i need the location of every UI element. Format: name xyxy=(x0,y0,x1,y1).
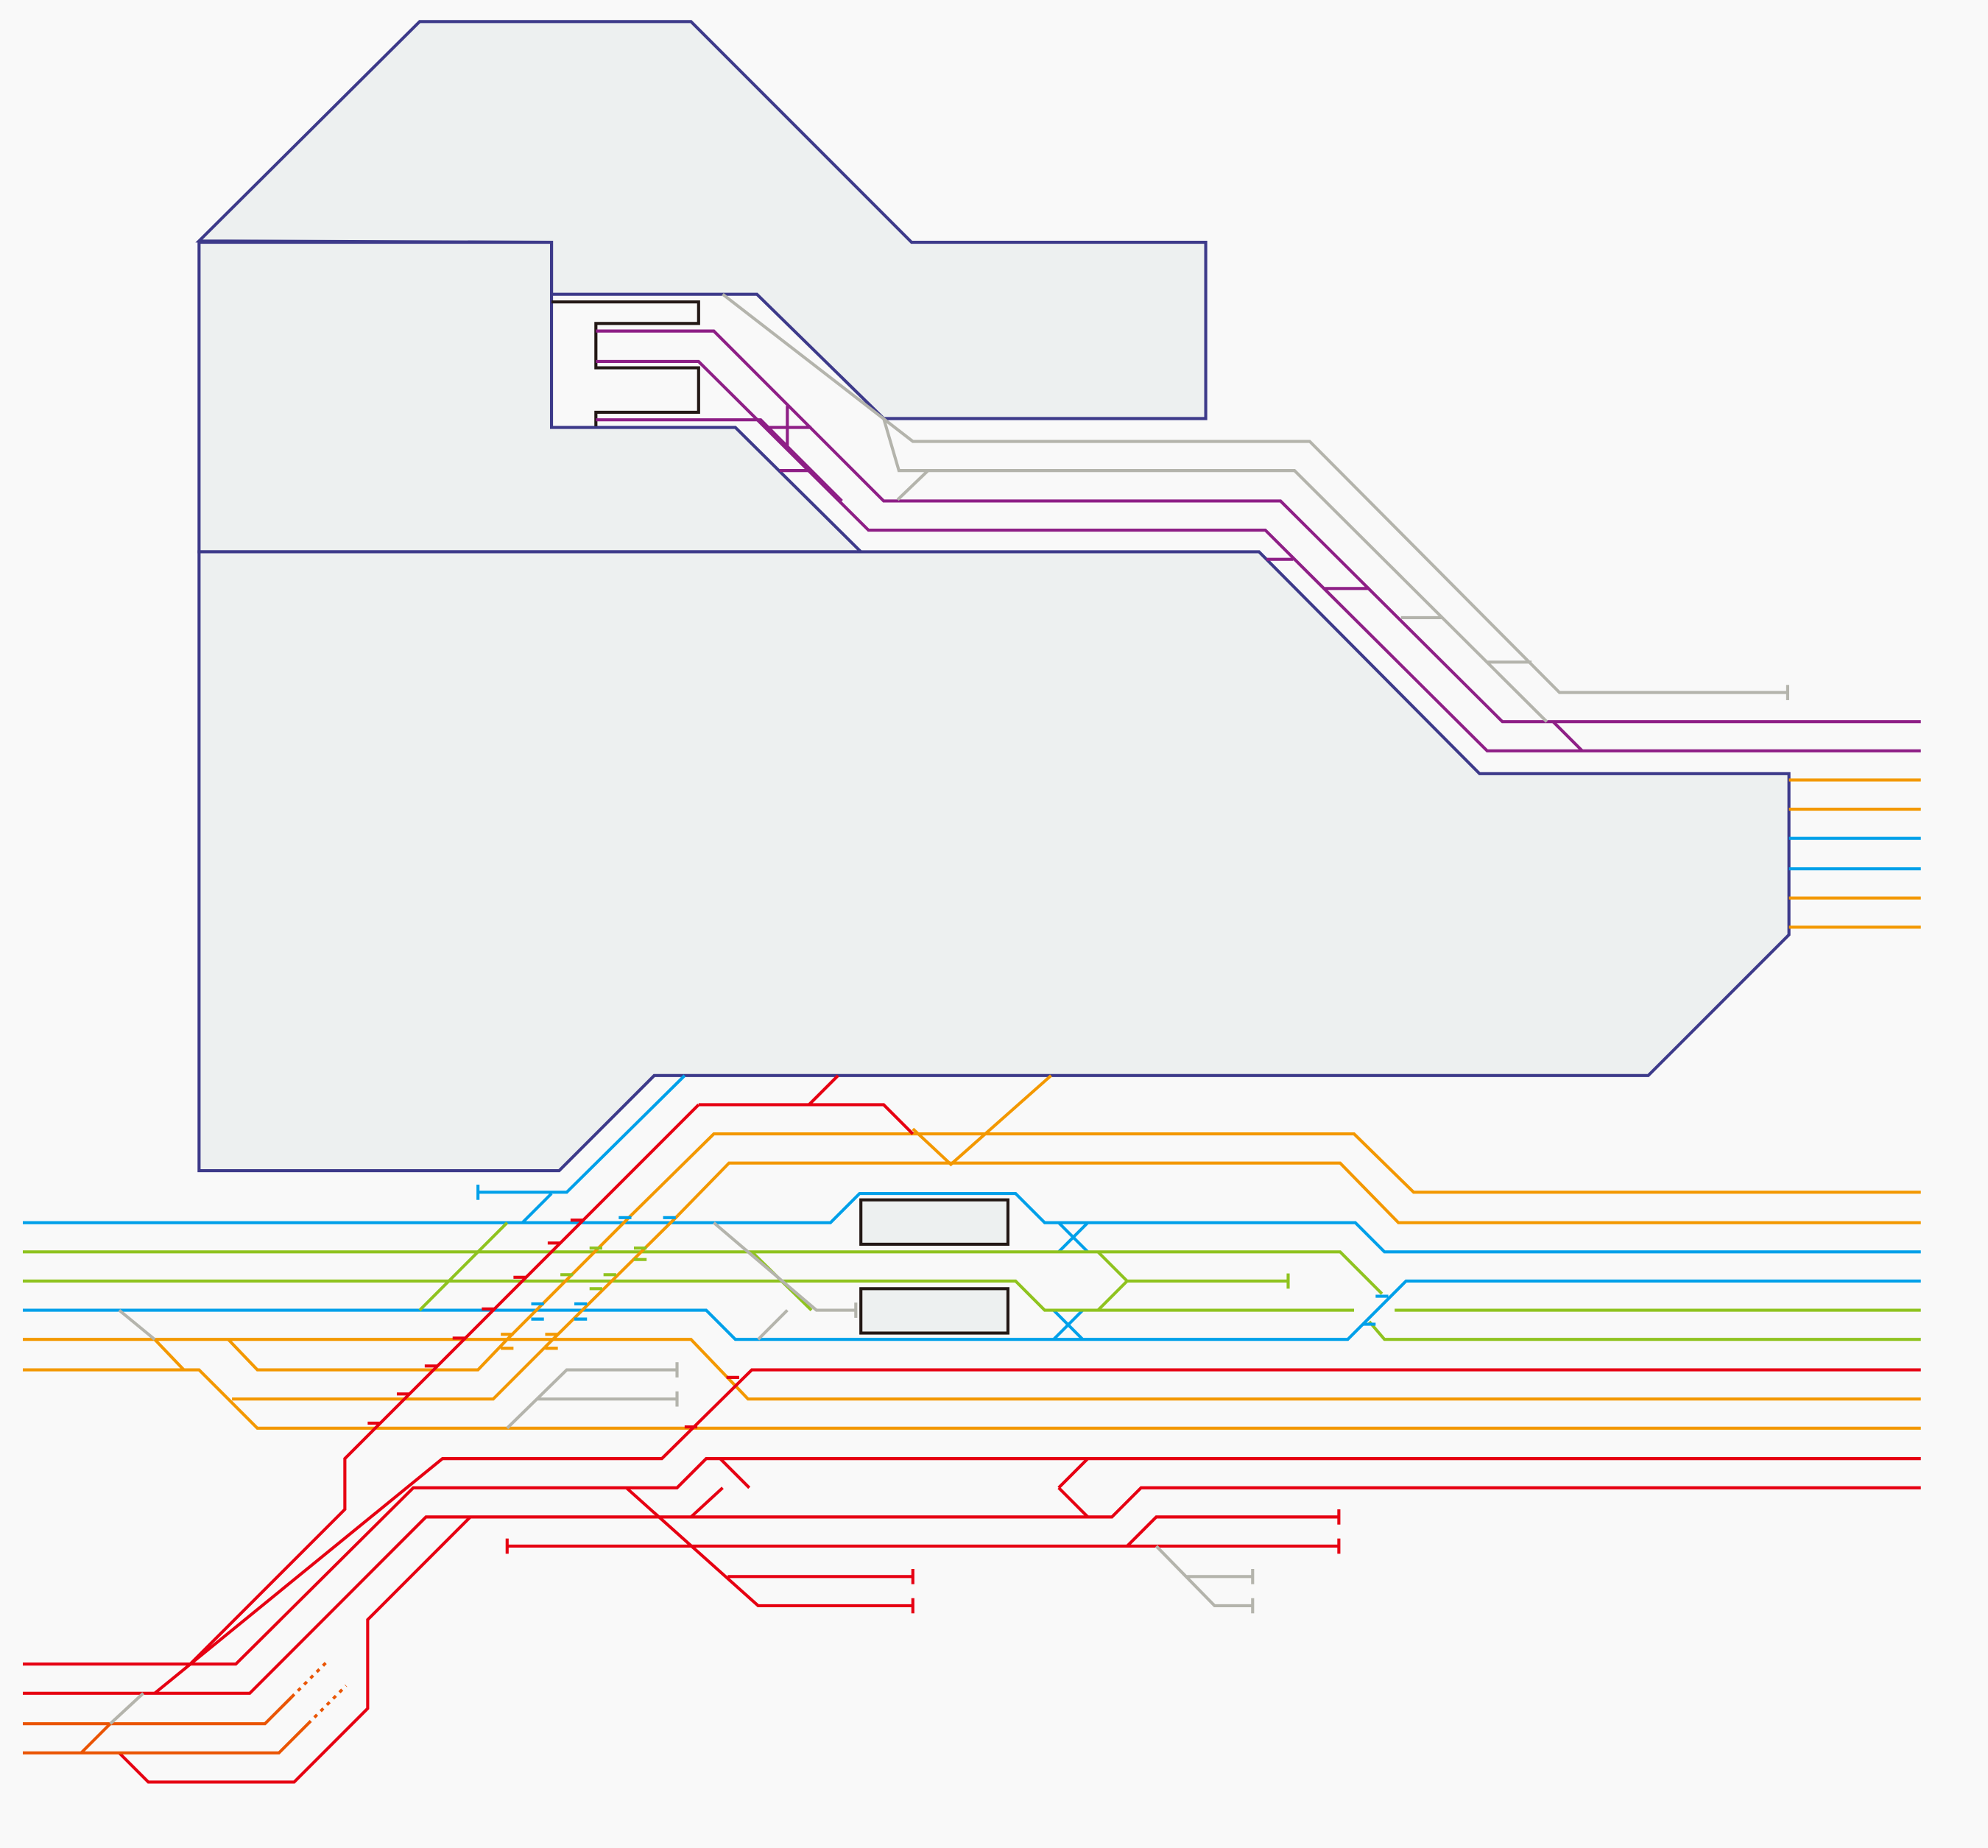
gray-line-track-74 xyxy=(109,1692,144,1725)
tracks xyxy=(22,293,1921,1784)
platform-box-1 xyxy=(859,1198,1010,1246)
cyan-line-track-26 xyxy=(521,1192,553,1224)
green-line-track-35 xyxy=(418,1221,509,1312)
platform-outline-track-0 xyxy=(551,300,700,426)
cyan-line-track-25 xyxy=(22,1279,1921,1341)
orange-line-track-47 xyxy=(912,1074,1052,1167)
gray-line-track-79 xyxy=(713,1221,856,1312)
red-line-track-50 xyxy=(808,1074,839,1106)
red-line-track-67 xyxy=(1057,1486,1089,1518)
building-main xyxy=(197,550,1791,1173)
gray-line-track-81 xyxy=(757,1309,789,1341)
orange-line-track-45 xyxy=(630,1132,1921,1216)
green-line-track-39 xyxy=(1096,1280,1129,1312)
orange-line-track-41 xyxy=(22,1368,1921,1430)
purple-line-track-9 xyxy=(1551,720,1584,752)
orange-line-track-46 xyxy=(677,1161,1921,1224)
cyan-line-track-24 xyxy=(22,1192,1921,1254)
red-line-track-54 xyxy=(22,1486,1921,1695)
red-line-track-66 xyxy=(690,1486,724,1518)
red-line-track-52 xyxy=(22,1104,700,1666)
red-line-track-60 xyxy=(1126,1515,1339,1548)
platform-box-2 xyxy=(859,1287,1010,1335)
dotted-track-end-1 xyxy=(306,1685,348,1725)
red-line-track-55 xyxy=(153,1368,1921,1695)
cyan-line-track-30 xyxy=(1052,1309,1084,1341)
orange-line-track-44 xyxy=(232,1346,546,1401)
station-buildings xyxy=(195,20,1791,1335)
vermilion-line-track-71 xyxy=(22,1722,309,1754)
red-line-track-53 xyxy=(190,1457,1921,1666)
red-line-track-56 xyxy=(118,1515,472,1784)
orange-line-track-49 xyxy=(543,1213,680,1348)
orange-line-track-42 xyxy=(227,1338,509,1372)
vermilion-line-track-70 xyxy=(22,1696,293,1726)
green-line-track-34 xyxy=(22,1279,1355,1312)
orange-line-track-48 xyxy=(506,1213,632,1341)
red-line-track-68 xyxy=(1057,1457,1089,1489)
green-line-track-31 xyxy=(22,1250,1384,1295)
purple-line-track-3 xyxy=(596,418,843,502)
gray-line-track-12 xyxy=(882,417,1548,723)
orange-line-track-40 xyxy=(22,1338,1921,1401)
vermilion-line-track-72 xyxy=(80,1722,112,1754)
purple-line-track-1 xyxy=(596,329,1921,724)
cyan-line-track-22 xyxy=(478,1074,686,1194)
purple-line-track-2 xyxy=(596,359,1921,752)
red-line-track-62 xyxy=(625,1486,913,1608)
gray-line-track-73 xyxy=(118,1308,156,1341)
orange-line-track-43 xyxy=(153,1338,186,1371)
gray-line-track-82 xyxy=(1155,1545,1253,1608)
cyan-line-track-28 xyxy=(1057,1221,1089,1253)
gray-line-track-75 xyxy=(506,1368,677,1430)
green-line-track-33 xyxy=(1368,1320,1921,1341)
red-line-track-51 xyxy=(698,1103,914,1135)
gray-line-track-13 xyxy=(896,469,929,501)
gray-line-track-10 xyxy=(722,293,1788,694)
red-line-track-69 xyxy=(719,1457,751,1489)
